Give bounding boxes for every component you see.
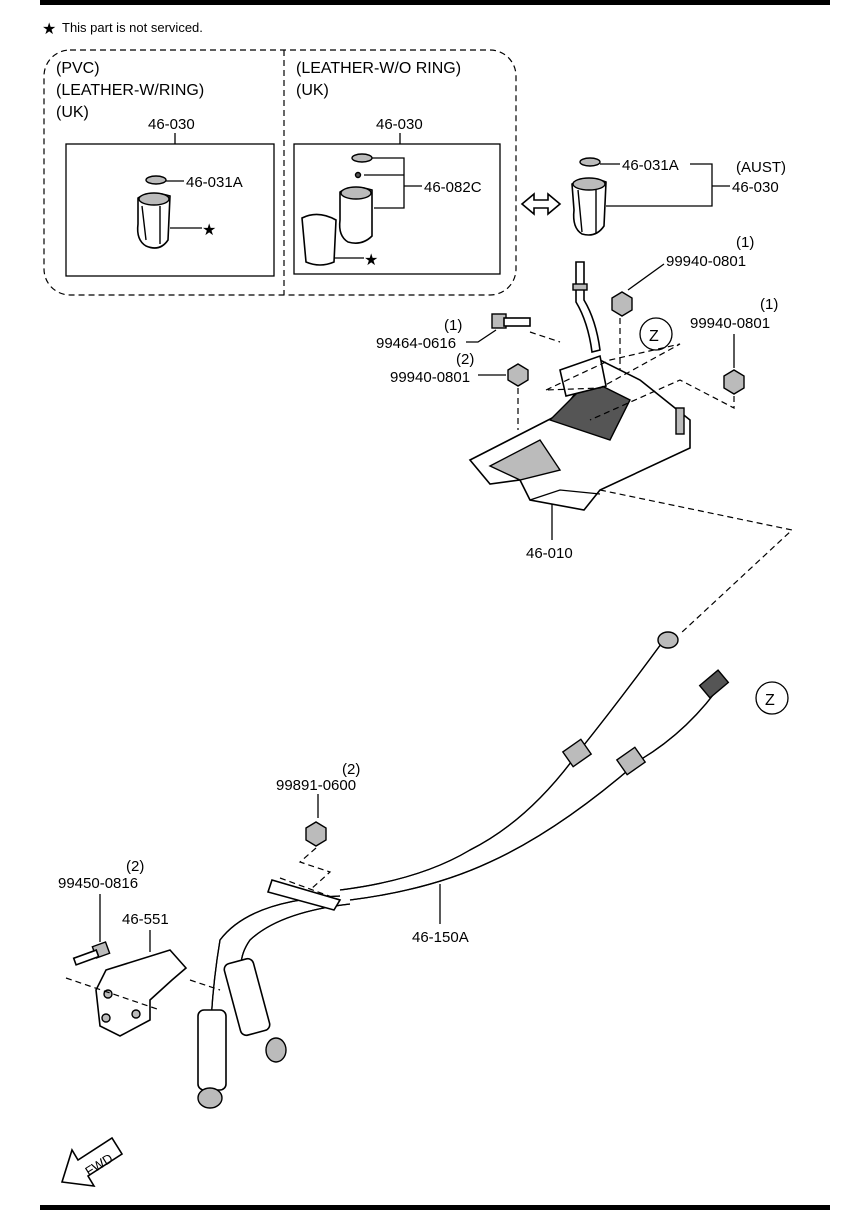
svg-text:(1): (1) xyxy=(736,234,754,251)
variant-left-cap-label: 46-031A xyxy=(186,174,243,191)
cable-bracket: 46-551 xyxy=(95,911,188,1037)
bracket-bolt: (2) 99450-0816 xyxy=(58,858,144,966)
nut-top-right: (1) 99940-0801 xyxy=(611,234,754,317)
variant-left: (PVC) (LEATHER-W/RING) (UK) 46-030 46-03… xyxy=(56,60,275,277)
variant-left-frame xyxy=(65,143,275,277)
svg-text:(1): (1) xyxy=(444,317,462,334)
variant-left-line2: (LEATHER-W/RING) xyxy=(56,82,204,99)
variant-right-kit-label: 46-082C xyxy=(424,179,482,196)
shifter-assembly xyxy=(468,261,691,511)
nut-left-label: 99940-0801 xyxy=(390,369,470,386)
nut-left: (2) 99940-0801 xyxy=(390,351,529,387)
variants-dashed-box xyxy=(43,49,517,296)
view-z-top-icon xyxy=(639,317,673,351)
shifter-label: 46-010 xyxy=(526,545,573,562)
variant-right-part-label: 46-030 xyxy=(376,116,423,133)
variant-left-line3: (UK) xyxy=(56,104,89,121)
view-z-cable-icon xyxy=(755,681,789,715)
svg-text:(2): (2) xyxy=(342,761,360,778)
nut-right-label: 99940-0801 xyxy=(690,315,770,332)
aust-knob: 46-031A (AUST) 46-030 xyxy=(571,157,786,236)
view-z-cable: Z xyxy=(765,692,775,709)
aust-part-label: 46-030 xyxy=(732,179,779,196)
cable-nut: (2) 99891-0600 xyxy=(276,761,360,901)
double-arrow-icon xyxy=(520,192,562,216)
bolt-left-label: 99464-0616 xyxy=(376,335,456,352)
top-border xyxy=(40,0,830,5)
bracket-label: 46-551 xyxy=(122,911,169,928)
svg-text:(2): (2) xyxy=(126,858,144,875)
nut-top-right-label: 99940-0801 xyxy=(666,253,746,270)
bolt-left: (1) 99464-0616 xyxy=(376,313,531,352)
bracket-dashed-lines xyxy=(65,977,221,1011)
svg-text:(2): (2) xyxy=(456,351,474,368)
not-serviced-note: This part is not serviced. xyxy=(62,20,203,35)
bottom-border xyxy=(40,1205,830,1210)
variant-right-line2: (UK) xyxy=(296,82,329,99)
variant-right-frame xyxy=(293,143,501,275)
nut-right: (1) 99940-0801 xyxy=(690,296,778,395)
knob-icon xyxy=(136,175,171,249)
mounting-dashed-lines xyxy=(517,318,794,635)
bracket-bolt-label: 99450-0816 xyxy=(58,875,138,892)
variant-right-star: ★ xyxy=(364,252,378,269)
leather-knob-icon xyxy=(301,153,373,266)
variant-right: (LEATHER-W/O RING) (UK) 46-030 46-082C ★ xyxy=(293,60,501,275)
svg-text:(1): (1) xyxy=(760,296,778,313)
variant-right-line1: (LEATHER-W/O RING) xyxy=(296,60,461,77)
cable-label: 46-150A xyxy=(412,929,469,946)
aust-cap-label: 46-031A xyxy=(622,157,679,174)
aust-region-label: (AUST) xyxy=(736,159,786,176)
variant-left-part-label: 46-030 xyxy=(148,116,195,133)
star-symbol: ★ xyxy=(42,21,56,38)
fwd-arrow-icon: FWD xyxy=(60,1136,124,1187)
variant-left-line1: (PVC) xyxy=(56,60,100,77)
view-z-top: Z xyxy=(649,328,659,345)
shift-cables xyxy=(197,631,730,1109)
cable-nut-label: 99891-0600 xyxy=(276,777,356,794)
variant-left-star: ★ xyxy=(202,222,216,239)
